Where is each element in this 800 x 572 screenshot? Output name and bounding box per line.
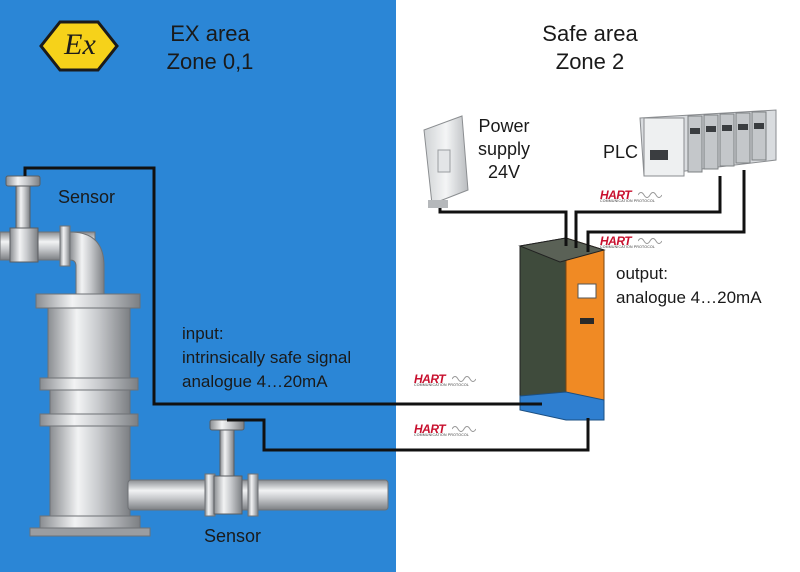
safe-area-title-line2: Zone 2: [555, 49, 625, 74]
hart-logo-icon: HART COMMUNICATION PROTOCOL: [600, 234, 666, 250]
hart-logo-subtitle: COMMUNICATION PROTOCOL: [600, 245, 656, 249]
hart-logo-icon: HART COMMUNICATION PROTOCOL: [414, 422, 480, 438]
hart-logo-word: HART: [600, 188, 632, 202]
input-label-line2: intrinsically safe signal: [182, 348, 352, 367]
plc-label: PLC: [603, 142, 639, 162]
hart-logo-subtitle: COMMUNICATION PROTOCOL: [600, 199, 656, 203]
ex-area-title-line1: EX area: [170, 21, 250, 46]
hart-logo-word: HART: [414, 372, 446, 386]
hart-logo-subtitle: COMMUNICATION PROTOCOL: [414, 383, 470, 387]
signal-isolator-icon: [518, 237, 606, 421]
ex-area-title-line2: Zone 0,1: [166, 49, 254, 74]
hart-logo-icon: HART COMMUNICATION PROTOCOL: [414, 372, 480, 388]
sensor-top-label: Sensor: [58, 187, 116, 207]
power-supply-label-line2: supply: [477, 139, 531, 159]
wire-power: [438, 208, 568, 246]
ex-warning-icon: [39, 20, 119, 72]
pipe-sensor-icon: [5, 175, 41, 263]
input-label-line1: input:: [182, 324, 224, 343]
input-label-line3: analogue 4…20mA: [182, 372, 328, 391]
wire-plc-2: [586, 170, 746, 252]
wiring: [23, 166, 746, 452]
ex-symbol-text: Ex: [64, 28, 96, 61]
hart-logo-icon: HART COMMUNICATION PROTOCOL: [600, 188, 666, 204]
safe-area-title-line1: Safe area: [542, 21, 638, 46]
output-label-line1: output:: [616, 264, 668, 283]
sensor-bottom-label: Sensor: [204, 526, 262, 546]
hart-logo-word: HART: [600, 234, 632, 248]
process-vessel: [0, 225, 389, 537]
wire-input-top: [23, 166, 542, 406]
wire-plc-1: [574, 176, 722, 248]
power-supply-icon: [423, 115, 469, 208]
hart-logo-word: HART: [414, 422, 446, 436]
power-supply-label-line3: 24V: [487, 162, 521, 182]
wire-input-bottom: [227, 418, 590, 452]
output-label-line2: analogue 4…20mA: [616, 288, 762, 307]
pipe-sensor-icon: [209, 419, 245, 515]
power-supply-label-line1: Power: [478, 116, 530, 136]
hart-logo-subtitle: COMMUNICATION PROTOCOL: [414, 433, 470, 437]
plc-rack-icon: [639, 109, 777, 177]
